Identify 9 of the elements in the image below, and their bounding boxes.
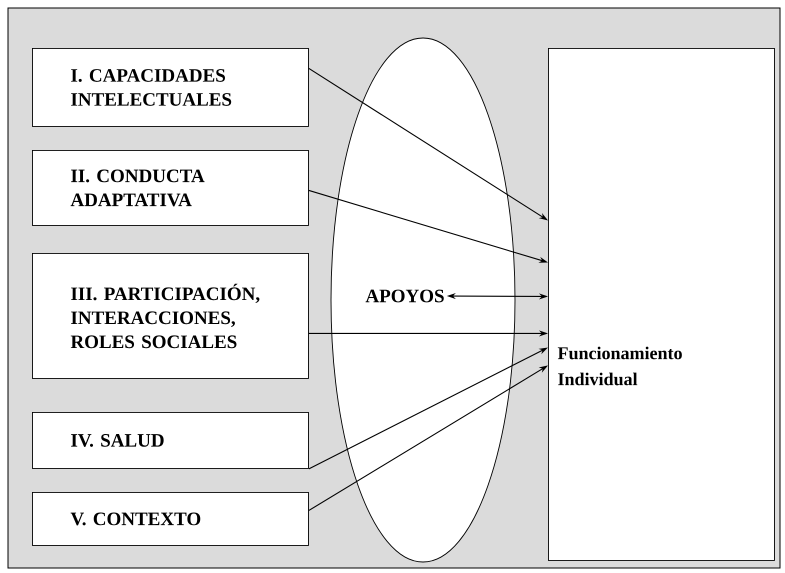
- text-box: I. CAPACIDADES INTELECTUALES: [32, 48, 309, 127]
- support-ellipse: [330, 38, 516, 562]
- text-box: III. PARTICIPACIÓN, INTERACCIONES, ROLES SOCIALES: [32, 253, 309, 379]
- result-box: [548, 48, 775, 561]
- result-text: Funcionamiento Individual: [558, 346, 682, 386]
- text-box: II. CONDUCTA ADAPTATIVA: [32, 150, 309, 226]
- text-box: V. CONTEXTO: [32, 492, 309, 546]
- text-box: IV. SALUD: [32, 412, 309, 469]
- label-text: APOYOS: [366, 290, 444, 302]
